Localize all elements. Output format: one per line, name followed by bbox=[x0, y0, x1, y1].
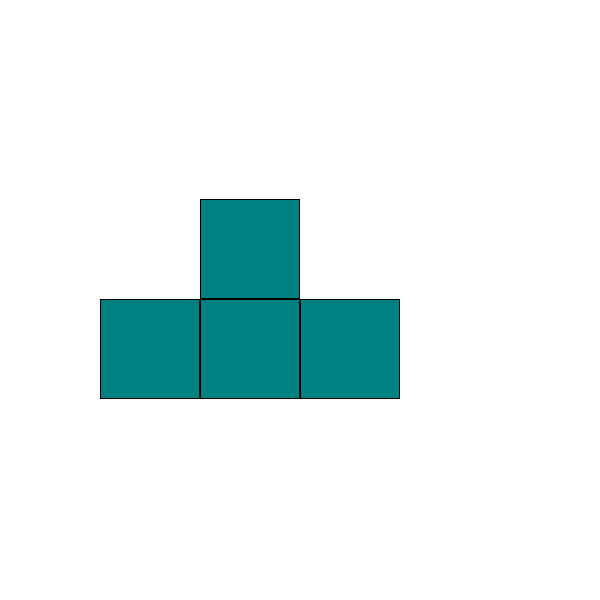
tetromino-cell-left bbox=[100, 299, 200, 399]
tetromino-cell-center bbox=[200, 299, 300, 399]
tetromino-cell-top bbox=[200, 199, 300, 299]
tetromino-cell-right bbox=[300, 299, 400, 399]
